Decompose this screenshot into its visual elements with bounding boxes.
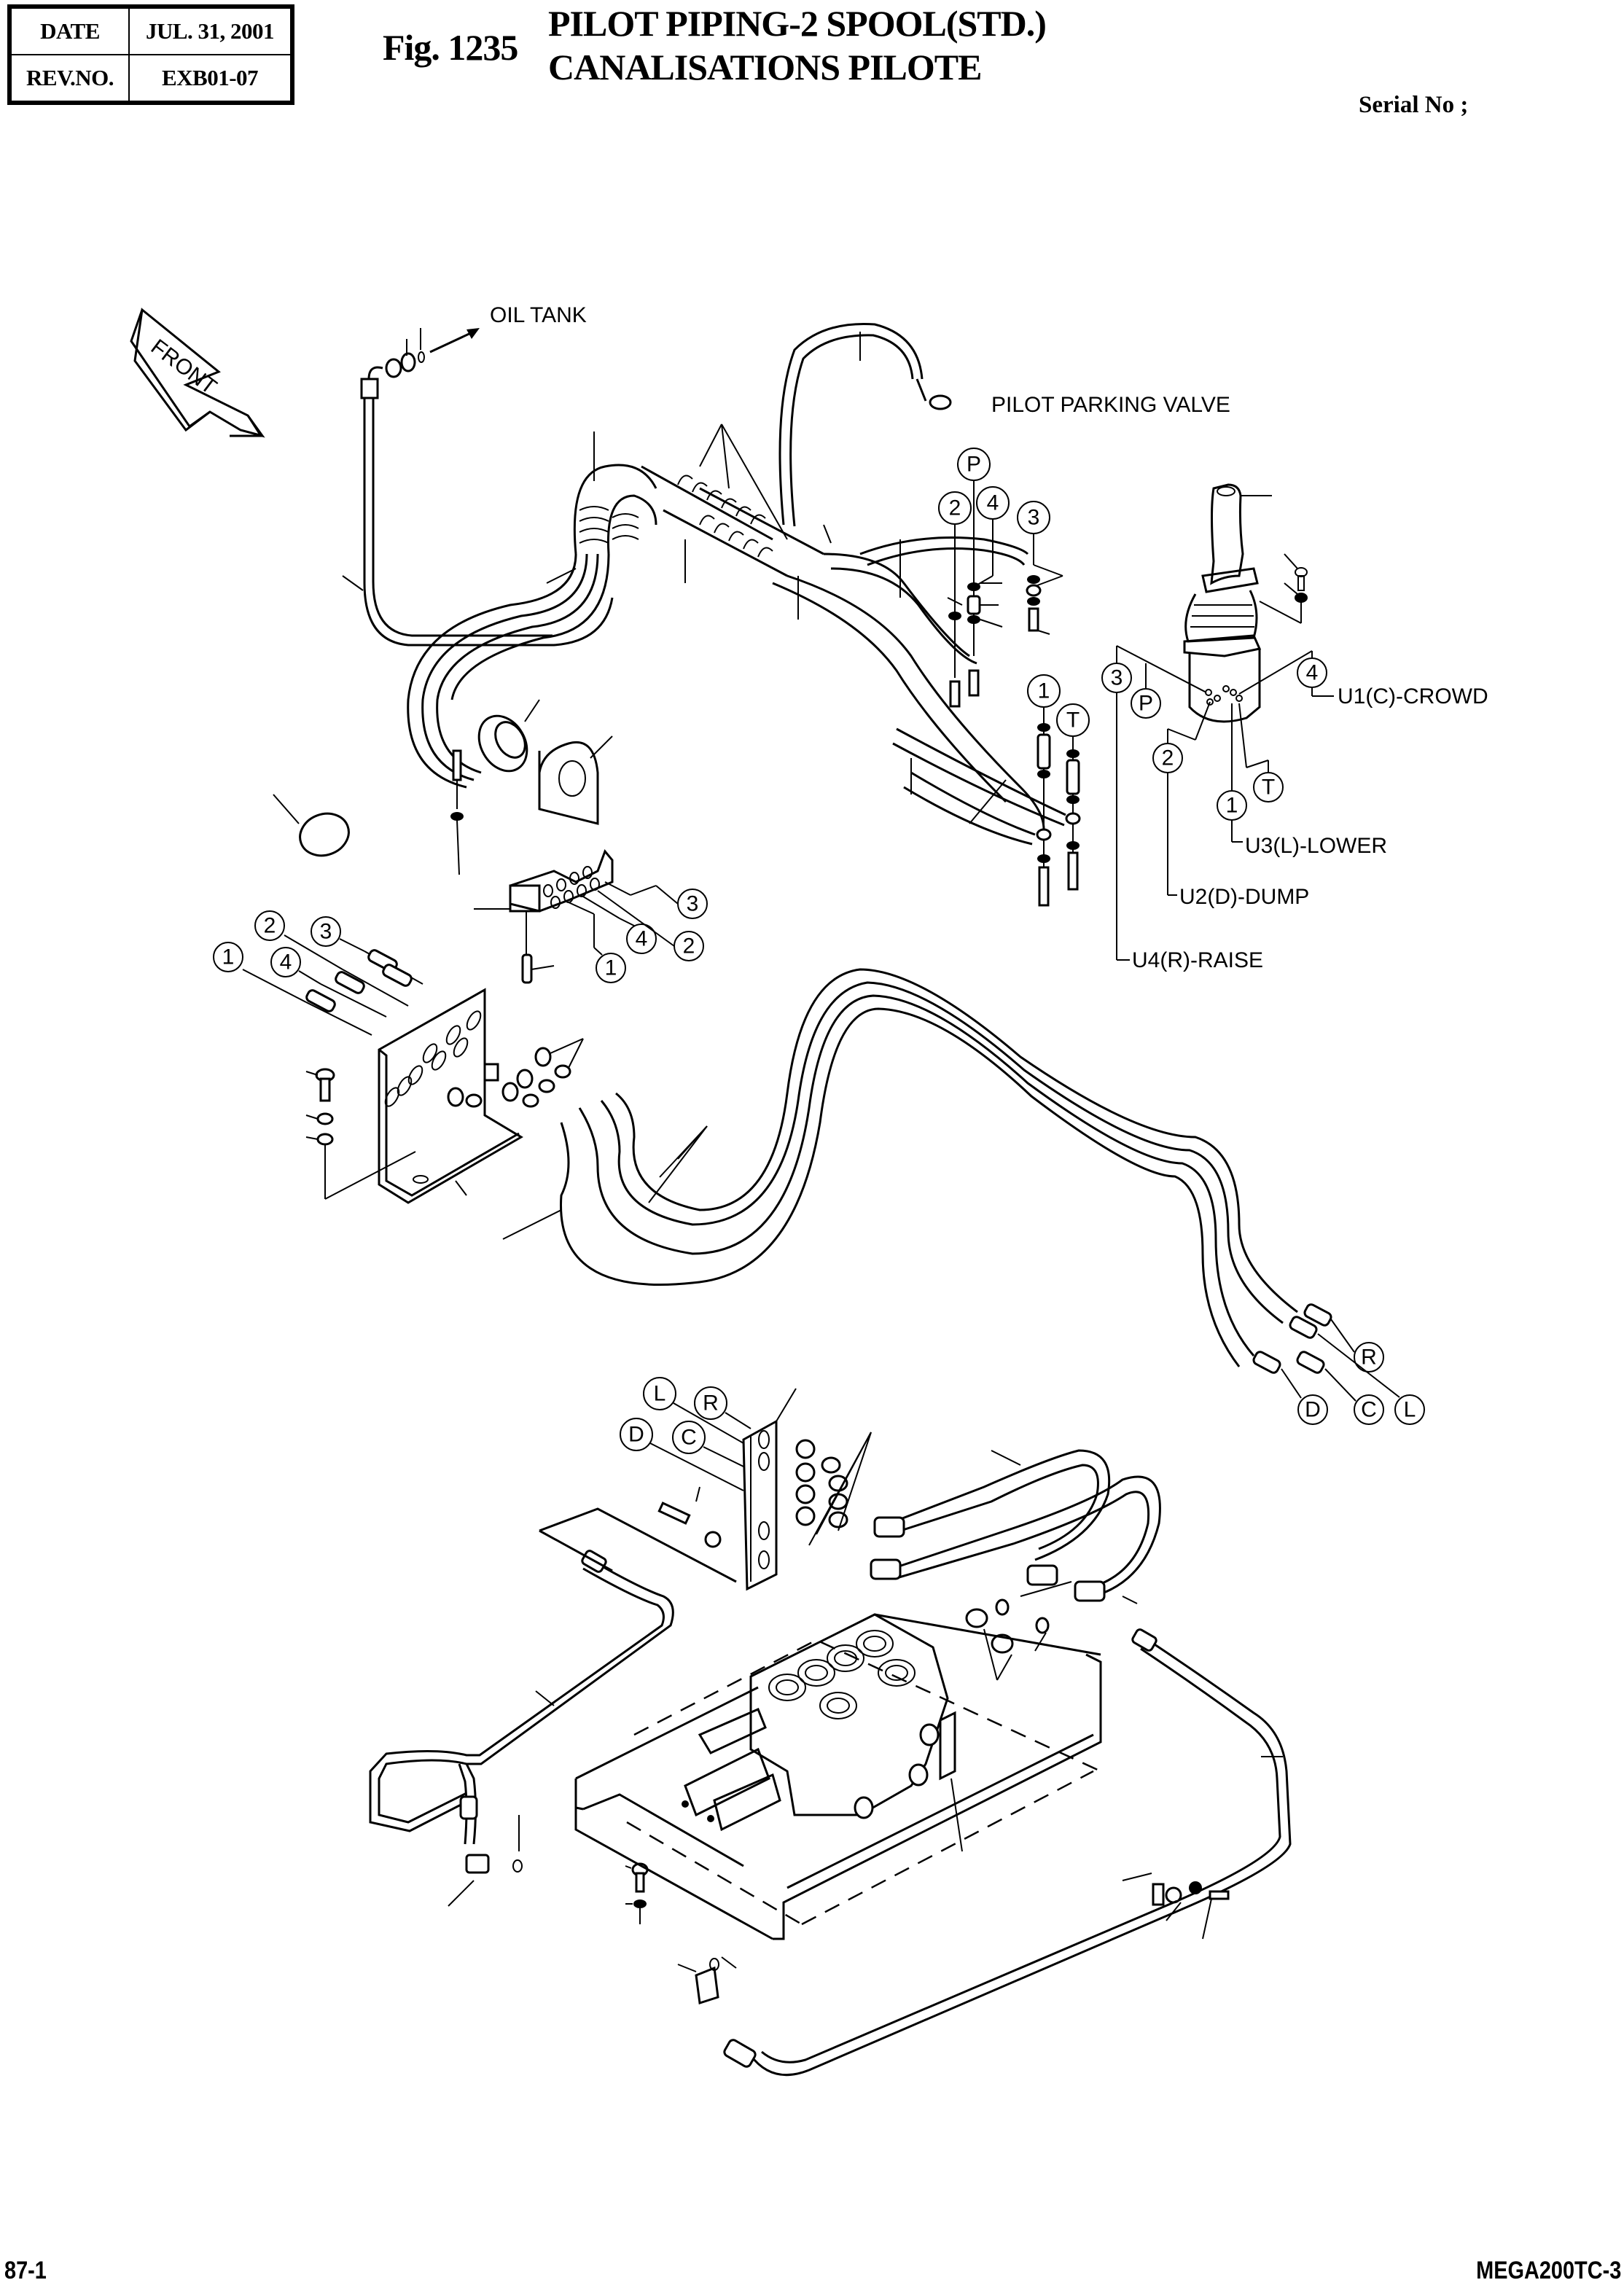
grommet-and-bracket xyxy=(273,699,613,857)
joystick-callout-3: 3 xyxy=(1111,666,1123,690)
title-french: CANALISATIONS PILOTE xyxy=(548,47,983,87)
page-number: 87-1 xyxy=(4,2257,47,2284)
callout-t: T xyxy=(1066,708,1080,733)
bolt-icon xyxy=(315,1068,335,1102)
pilot-hose-group-long: R D C L xyxy=(502,968,1425,1425)
front-arrow-icon: FRONT xyxy=(130,308,265,438)
hose-end-callout-l: L xyxy=(1404,1398,1416,1422)
valve-side-bracket: L R D C xyxy=(620,1377,872,1591)
hose-callout-2: 2 xyxy=(264,914,276,938)
serial-number-label: Serial No ; xyxy=(1359,92,1469,118)
joystick-callout-t: T xyxy=(1262,776,1275,800)
hose-callout-4: 4 xyxy=(280,950,292,975)
callout-p: P xyxy=(967,453,981,477)
callout-2: 2 xyxy=(949,496,961,520)
joystick-callout-1: 1 xyxy=(1226,794,1238,818)
u2-dump-label: U2(D)-DUMP xyxy=(1179,885,1309,909)
figure-title: PILOT PIPING-2 SPOOL(STD.) CANALISATIONS… xyxy=(548,1,1047,89)
parking-valve-supply-hose: PILOT PARKING VALVE xyxy=(778,322,1230,527)
valve-drain-hose-right xyxy=(677,1628,1292,2077)
joystick-callout-4: 4 xyxy=(1306,661,1319,685)
date-value: JUL. 31, 2001 xyxy=(128,6,293,55)
valve-callout-l: L xyxy=(654,1382,666,1406)
model-number: MEGA200TC-3 xyxy=(1475,2257,1621,2284)
bolt-icon xyxy=(657,1486,722,1548)
callout-3: 3 xyxy=(1028,506,1040,530)
pilot-hose-group-upper xyxy=(407,536,1045,839)
joystick-callout-p: P xyxy=(1139,692,1153,716)
oil-tank-return-line: OIL TANK xyxy=(342,303,614,647)
date-label: DATE xyxy=(9,6,130,55)
bracket-hose-ends: 2 3 1 4 xyxy=(213,910,423,1036)
hose-mounting-bracket xyxy=(305,988,584,1204)
hose-end-callout-d: D xyxy=(1305,1398,1321,1422)
hose-callout-1: 1 xyxy=(222,945,235,969)
pilot-parking-valve-label: PILOT PARKING VALVE xyxy=(991,393,1230,417)
bolt-icon xyxy=(625,1862,649,1924)
joystick-control-lever: 3 P 2 1 T 4 U1(C)-CROWD U3(L)-LOWER U2(D… xyxy=(1101,483,1488,972)
u1-crowd-label: U1(C)-CROWD xyxy=(1338,684,1488,708)
u3-lower-label: U3(L)-LOWER xyxy=(1245,834,1387,858)
u4-raise-label: U4(R)-RAISE xyxy=(1132,948,1263,972)
rev-value: EXB01-07 xyxy=(128,54,293,104)
corrugated-hose-bundle xyxy=(546,423,901,620)
revision-table: DATE JUL. 31, 2001 REV.NO. EXB01-07 xyxy=(7,4,294,105)
valve-callout-d: D xyxy=(628,1423,644,1447)
valve-callout-c: C xyxy=(681,1426,697,1450)
hose-end-callout-r: R xyxy=(1361,1346,1377,1370)
main-control-valve xyxy=(682,1613,963,1852)
hose-end-callout-c: C xyxy=(1361,1398,1377,1422)
valve-drain-hose-left xyxy=(369,1550,674,1924)
valve-mounting-frame xyxy=(539,1507,1102,1940)
pilot-manifold-block: 3 4 2 1 xyxy=(450,749,708,984)
parking-valve-port-stack: 1 T xyxy=(892,674,1090,907)
valve-callout-r: R xyxy=(703,1391,719,1416)
callout-4: 4 xyxy=(987,491,999,515)
manifold-callout-3: 3 xyxy=(687,892,699,916)
oil-tank-label: OIL TANK xyxy=(490,303,587,327)
manifold-callout-1: 1 xyxy=(605,956,617,980)
title-english: PILOT PIPING-2 SPOOL(STD.) xyxy=(548,3,1047,44)
hose-callout-3: 3 xyxy=(320,920,332,944)
joystick-callout-2: 2 xyxy=(1162,746,1174,770)
figure-number: Fig. 1235 xyxy=(383,27,518,68)
rev-label: REV.NO. xyxy=(9,54,130,104)
callout-1: 1 xyxy=(1038,679,1050,703)
manifold-callout-4: 4 xyxy=(636,927,648,951)
manifold-callout-2: 2 xyxy=(683,934,695,958)
main-valve-pilot-hoses xyxy=(870,1449,1161,1681)
parking-valve-fittings: P 2 4 3 xyxy=(938,448,1063,708)
